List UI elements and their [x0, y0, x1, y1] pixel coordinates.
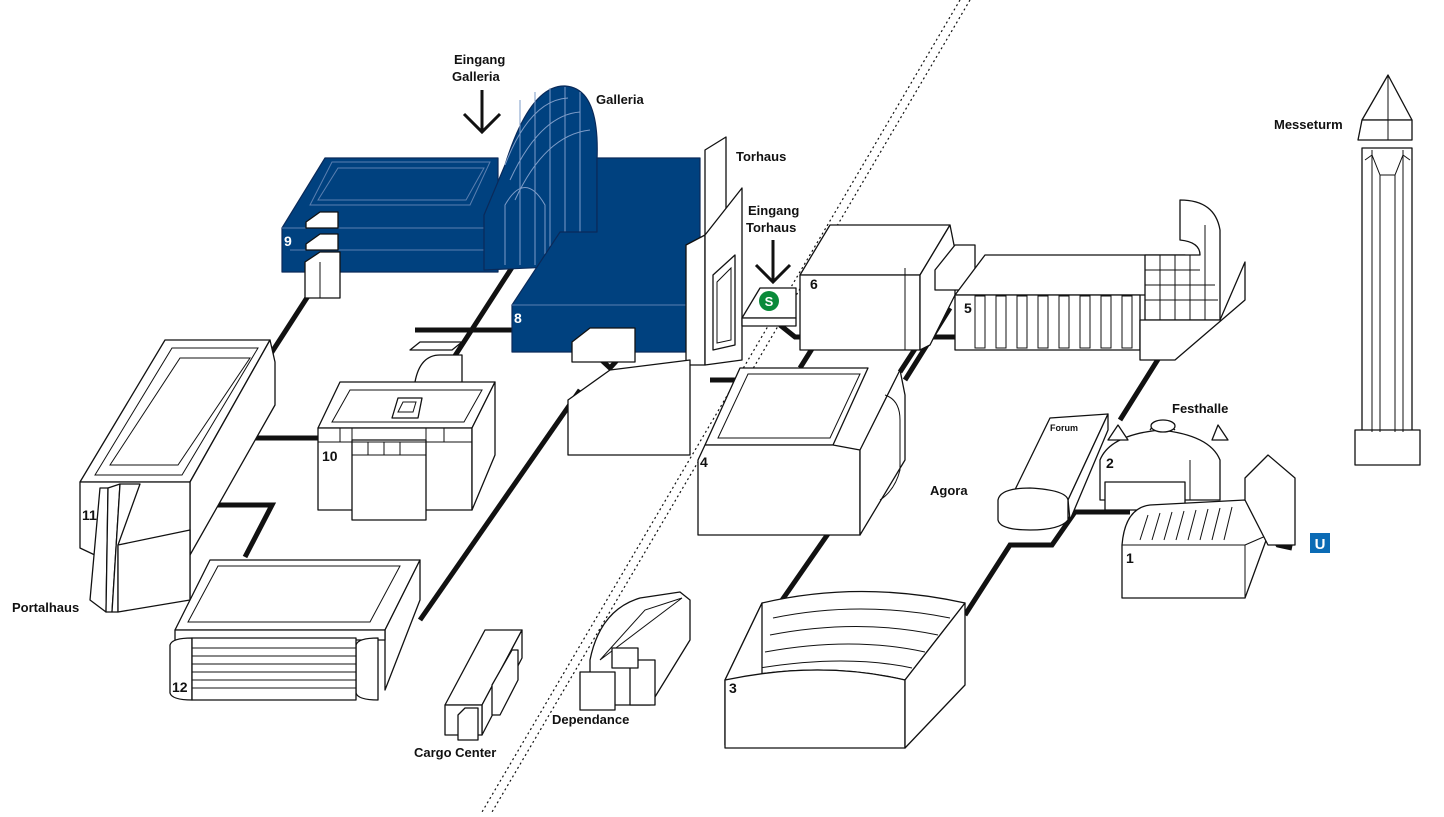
dependance-label: Dependance — [552, 712, 629, 727]
galleria-label: Galleria — [596, 92, 644, 107]
hall-6-building[interactable] — [799, 224, 976, 351]
hall-4-building[interactable] — [697, 367, 906, 536]
hall-12-building[interactable] — [169, 559, 421, 701]
hall-1-building[interactable] — [1121, 454, 1296, 599]
entrance-torhaus-label-line2: Torhaus — [746, 220, 796, 235]
hall-3-building[interactable] — [724, 590, 966, 749]
dependance-building[interactable] — [579, 591, 691, 711]
forecourt-structure — [567, 327, 691, 456]
entrance-galleria-label-line2: Galleria — [452, 69, 500, 84]
forum-building[interactable] — [997, 413, 1109, 531]
festhalle-label: Festhalle — [1172, 401, 1228, 416]
hall-4-number: 4 — [700, 454, 708, 470]
hall-9-number: 9 — [284, 233, 292, 249]
entrance-torhaus-arrow-down-icon — [754, 240, 792, 285]
hall-8-building[interactable] — [511, 157, 701, 353]
galleria-building[interactable] — [483, 85, 598, 271]
s-bahn-symbol: S — [765, 294, 774, 309]
agora-label: Agora — [930, 483, 968, 498]
s-bahn-icon — [759, 291, 779, 311]
hall-3-number: 3 — [729, 680, 737, 696]
u-bahn-icon[interactable] — [1310, 533, 1330, 553]
messeturm-building[interactable] — [1354, 74, 1421, 466]
entrance-galleria-arrow-down-icon — [462, 90, 502, 135]
portalhaus-building[interactable] — [89, 483, 191, 613]
hall-8-number: 8 — [514, 310, 522, 326]
torhaus-label: Torhaus — [736, 149, 786, 164]
entrance-galleria-label-line1: Eingang — [454, 52, 505, 67]
cargo-center-building[interactable] — [444, 629, 523, 741]
festhalle-building[interactable] — [1099, 419, 1229, 511]
hall-11-number: 11 — [82, 507, 97, 523]
cargo-center-label: Cargo Center — [414, 745, 496, 760]
hall-5-building[interactable] — [954, 199, 1246, 361]
u-bahn-symbol: U — [1315, 536, 1326, 553]
forum-label: Forum — [1050, 423, 1078, 433]
hall-1-number: 1 — [1126, 550, 1134, 566]
hall-10-number: 10 — [322, 448, 338, 464]
hall-2-number: 2 — [1106, 455, 1114, 471]
messeturm-label: Messeturm — [1274, 117, 1343, 132]
hall-9-building[interactable] — [281, 157, 499, 299]
entrance-torhaus-label-line1: Eingang — [748, 203, 799, 218]
hall-12-number: 12 — [172, 679, 188, 695]
hall-6-number: 6 — [810, 276, 818, 292]
portalhaus-label: Portalhaus — [12, 600, 79, 615]
torhaus-building[interactable] — [685, 136, 743, 366]
hall-5-number: 5 — [964, 300, 972, 316]
hall-10-building[interactable] — [317, 341, 496, 521]
